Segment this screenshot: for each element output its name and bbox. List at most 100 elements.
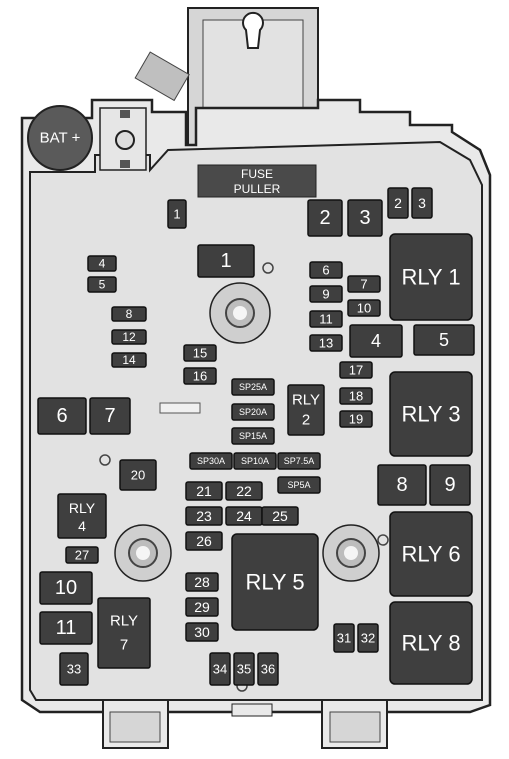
component-label: 2 — [394, 195, 402, 211]
component-label: 4 — [78, 518, 86, 534]
component-label: 1 — [220, 250, 231, 272]
component-label: 7 — [104, 405, 115, 427]
component-label: 16 — [193, 369, 207, 384]
component-body — [309, 310, 343, 328]
component-label: RLY 3 — [401, 402, 460, 427]
component-body — [39, 611, 93, 645]
component-label: 14 — [122, 353, 136, 367]
component-body — [387, 187, 409, 219]
bottom-clips — [102, 699, 388, 749]
component-body — [111, 329, 147, 345]
component-label: 10 — [357, 301, 371, 316]
component-label: 2 — [302, 412, 310, 429]
mounting-studs — [99, 262, 389, 692]
component-body — [339, 361, 373, 379]
component-body — [185, 506, 223, 526]
component-label: 27 — [75, 548, 89, 563]
component-label: 35 — [237, 662, 251, 677]
component-label: 24 — [236, 508, 252, 524]
component-body — [59, 652, 89, 686]
component-label: 29 — [194, 599, 210, 615]
component-body — [185, 622, 219, 642]
component-body — [339, 387, 373, 405]
component-body — [389, 233, 473, 321]
component-label: 26 — [196, 533, 212, 549]
component-label: 33 — [67, 662, 81, 677]
component-body — [97, 597, 151, 669]
component-label: 3 — [418, 195, 426, 211]
component-label: 7 — [120, 637, 128, 654]
component-body — [87, 255, 117, 272]
component-body — [231, 427, 275, 445]
component-label: 13 — [319, 336, 333, 351]
component-label: 6 — [322, 263, 329, 278]
component-label: 7 — [360, 277, 367, 292]
component-label: 32 — [361, 631, 375, 646]
component-body — [309, 334, 343, 352]
component-body — [389, 371, 473, 457]
component-label: RLY 5 — [245, 570, 304, 595]
component-label: 4 — [371, 331, 381, 351]
component-body — [233, 652, 255, 686]
component-body — [347, 299, 381, 317]
component-body — [185, 531, 223, 551]
component-body — [231, 533, 319, 631]
component-body — [37, 397, 87, 435]
component-body — [261, 506, 299, 526]
component-label: SP10A — [241, 456, 269, 466]
component-body — [233, 452, 277, 470]
component-label: SP20A — [239, 407, 267, 417]
component-label: 2 — [319, 207, 330, 229]
component-label: 11 — [56, 617, 77, 639]
component-body — [89, 397, 131, 435]
component-label: SP5A — [287, 480, 310, 490]
component-body — [197, 244, 255, 278]
component-label: SP25A — [239, 382, 267, 392]
component-label: 34 — [213, 662, 227, 677]
component-label: 12 — [122, 330, 136, 344]
component-body — [57, 493, 107, 539]
component-body — [349, 324, 403, 358]
component-body — [111, 352, 147, 368]
component-body — [209, 652, 231, 686]
component-body — [185, 597, 219, 617]
component-body — [347, 199, 383, 237]
component-body — [357, 623, 379, 653]
component-label: SP30A — [197, 456, 225, 466]
component-label: RLY 1 — [401, 265, 460, 290]
component-body — [65, 546, 99, 564]
component-label: 25 — [272, 508, 288, 524]
component-label: 1 — [173, 207, 180, 222]
component-label: 19 — [349, 412, 363, 427]
component-body — [225, 481, 263, 501]
component-body — [185, 481, 223, 501]
component-label: 28 — [194, 574, 210, 590]
fuse-puller-label-line1: FUSE — [241, 167, 273, 181]
component-label: 4 — [99, 257, 106, 271]
component-body — [183, 367, 217, 385]
component-label: RLY 8 — [401, 631, 460, 656]
component-label: 3 — [359, 207, 370, 229]
component-label: RLY — [110, 613, 138, 630]
component-body — [309, 261, 343, 279]
component-body — [111, 306, 147, 322]
component-body — [411, 187, 433, 219]
component-label: 20 — [131, 468, 145, 483]
component-body — [39, 571, 93, 605]
component-label: 30 — [194, 624, 210, 640]
battery-terminal: BAT + — [27, 105, 147, 171]
component-body — [389, 511, 473, 597]
fuse-puller-label-line2: PULLER — [234, 182, 281, 196]
component-body — [119, 459, 157, 491]
component-label: 8 — [126, 307, 133, 321]
component-label: 23 — [196, 508, 212, 524]
component-label: 5 — [99, 278, 106, 292]
component-body — [189, 452, 233, 470]
fuse-puller: FUSE PULLER — [197, 164, 317, 198]
component-body — [183, 344, 217, 362]
component-label: SP15A — [239, 431, 267, 441]
component-label: 6 — [56, 405, 67, 427]
component-body — [339, 410, 373, 428]
